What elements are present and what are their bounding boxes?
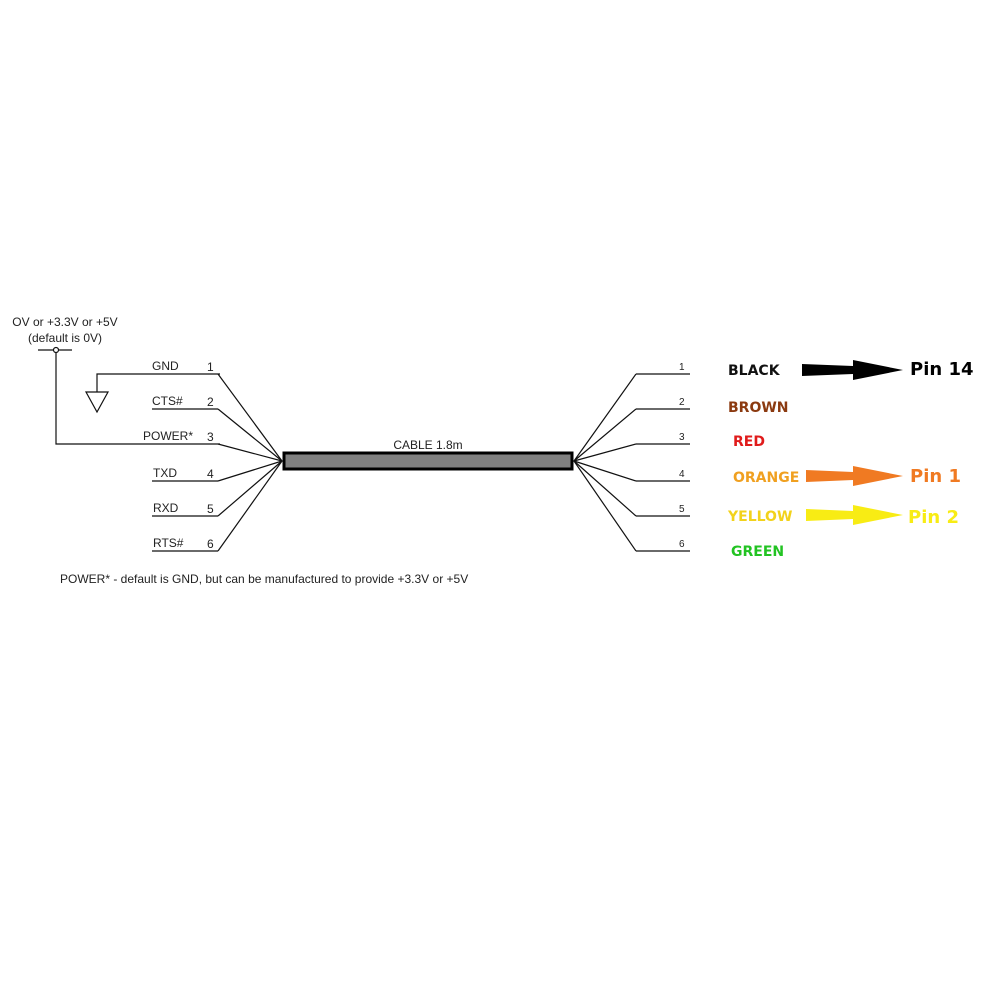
pin-arrow-2: Pin 1 [806, 466, 961, 487]
left-pin-number: 4 [207, 467, 214, 481]
right-wire-number: 6 [679, 539, 685, 550]
right-fan-wire [573, 460, 637, 517]
pin-arrow-label: Pin 1 [910, 466, 961, 487]
left-pin-name: RXD [153, 501, 179, 515]
right-fan-wire [573, 373, 637, 462]
pin-arrow-label: Pin 14 [910, 359, 974, 380]
right-wire-number: 3 [679, 432, 685, 443]
pin-arrows: Pin 14 Pin 1 Pin 2 [802, 359, 974, 528]
left-pin-number: 5 [207, 502, 214, 516]
left-fan-wire [217, 443, 283, 462]
left-fan-wire [217, 460, 283, 482]
left-pin-6: RTS# 6 [152, 460, 283, 552]
pin-arrow-1: Pin 14 [802, 359, 974, 380]
left-fan-wire [217, 460, 283, 552]
power-supply-wire [55, 352, 220, 445]
left-pin-name: CTS# [152, 394, 183, 408]
left-pin-name: TXD [153, 466, 177, 480]
left-pin-2: CTS# 2 [152, 394, 283, 462]
left-pin-1: GND 1 [152, 359, 283, 462]
left-pin-5: RXD 5 [152, 460, 283, 517]
right-wire-5: 5 YELLOW [573, 460, 792, 525]
wire-color-label: GREEN [731, 544, 784, 560]
left-pin-3: POWER* 3 [143, 429, 283, 462]
right-wire-2: 2 BROWN [573, 397, 789, 462]
left-pin-4: TXD 4 [152, 460, 283, 482]
wire-color-label: ORANGE [733, 470, 799, 486]
left-fan-wire [217, 373, 283, 462]
right-wire-1: 1 BLACK [573, 362, 781, 462]
power-source-label-line2: (default is 0V) [28, 331, 102, 345]
left-pin-number: 2 [207, 395, 214, 409]
right-wire-number: 4 [679, 469, 685, 480]
right-wire-ends: 1 BLACK 2 BROWN 3 RED 4 ORANGE 5 YELLOW 6 GREEN [573, 362, 799, 560]
right-wire-number: 2 [679, 397, 685, 408]
right-fan-wire [573, 460, 637, 482]
power-source-label-line1: OV or +3.3V or +5V [12, 315, 117, 329]
arrow-shape [802, 360, 903, 380]
left-pin-name: POWER* [143, 429, 193, 443]
right-fan-wire [573, 460, 637, 552]
right-wire-number: 5 [679, 504, 685, 515]
footnote: POWER* - default is GND, but can be manu… [60, 572, 468, 586]
arrow-shape [806, 466, 903, 486]
left-pin-number: 1 [207, 360, 214, 374]
wire-color-label: RED [733, 434, 765, 450]
wire-color-label: YELLOW [727, 509, 792, 525]
arrow-shape [806, 505, 903, 525]
left-fan-wire [217, 408, 283, 462]
cable-body [282, 451, 574, 471]
left-pin-name: GND [152, 359, 179, 373]
ground-wire [96, 373, 220, 392]
pin-arrow-label: Pin 2 [908, 507, 959, 528]
right-wire-6: 6 GREEN [573, 460, 784, 560]
cable-label: CABLE 1.8m [393, 438, 462, 452]
left-pin-number: 3 [207, 430, 214, 444]
power-terminal-node [52, 346, 60, 354]
wire-color-label: BLACK [728, 363, 781, 379]
right-wire-3: 3 RED [573, 432, 765, 462]
right-wire-4: 4 ORANGE [573, 460, 799, 486]
left-pin-number: 6 [207, 537, 214, 551]
right-wire-number: 1 [679, 362, 685, 373]
pin-arrow-3: Pin 2 [806, 505, 959, 528]
left-pin-name: RTS# [153, 536, 184, 550]
ground-symbol [84, 391, 110, 414]
wire-color-label: BROWN [728, 400, 789, 416]
left-fan-wire [217, 460, 283, 517]
right-fan-wire [573, 408, 637, 462]
right-fan-wire [573, 443, 637, 462]
